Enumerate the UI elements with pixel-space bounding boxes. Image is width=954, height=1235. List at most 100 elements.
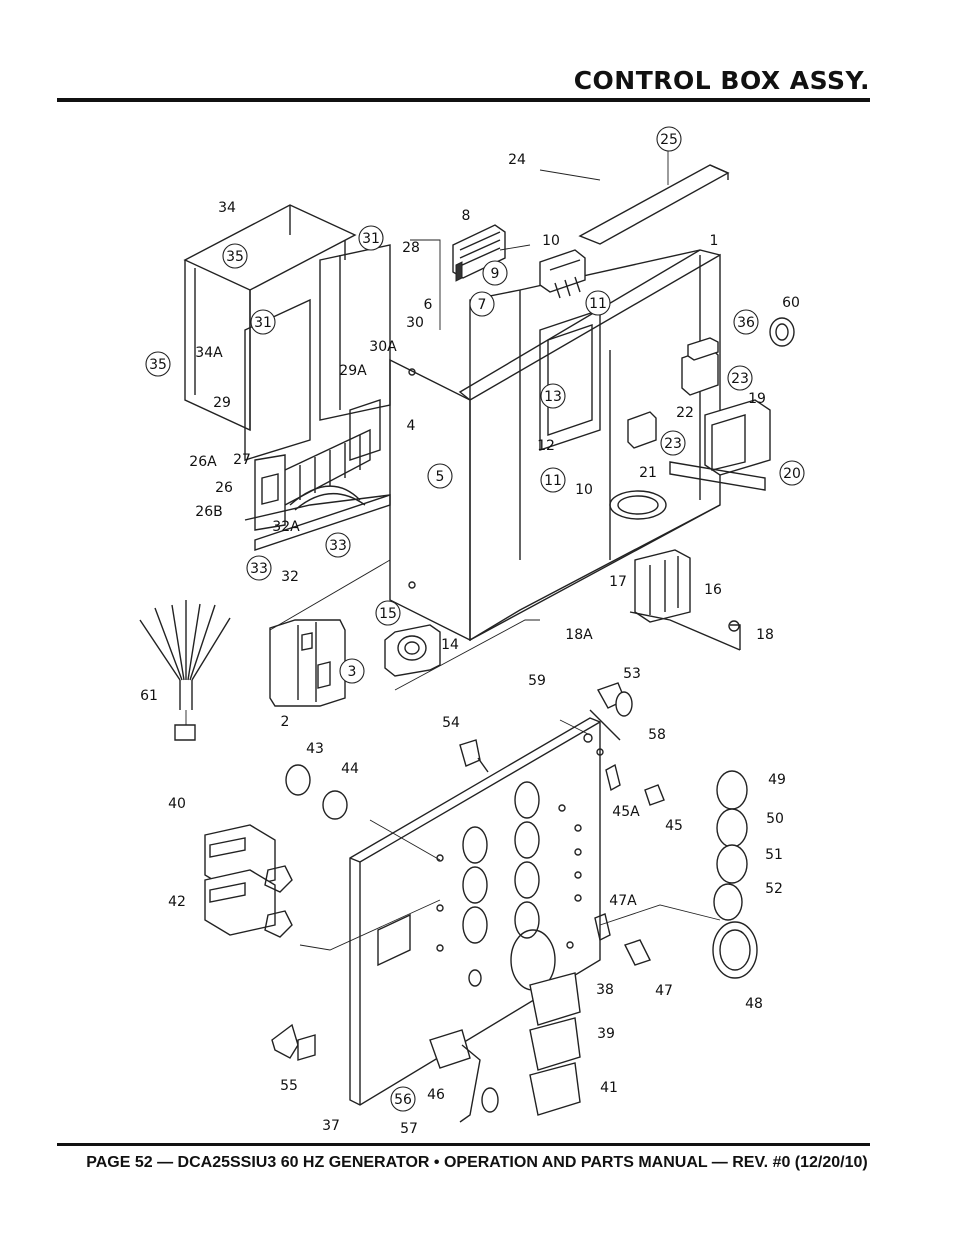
svg-text:37: 37: [322, 1118, 340, 1134]
svg-text:15: 15: [379, 606, 397, 622]
callout-42: 42: [168, 894, 186, 910]
callout-19: 19: [748, 391, 766, 407]
callout-21: 21: [639, 465, 657, 481]
svg-text:23: 23: [664, 436, 682, 452]
header-rule: [57, 98, 870, 102]
top-cover: [539, 150, 730, 245]
svg-text:34A: 34A: [195, 345, 223, 361]
callout-layer: 2524181091176343531283030A3129A34A352936…: [140, 126, 805, 1137]
callout-60: 60: [782, 295, 800, 311]
assembly-leaders: [269, 239, 721, 951]
svg-text:47A: 47A: [609, 893, 637, 909]
callout-23: 23: [660, 430, 686, 456]
svg-text:48: 48: [745, 996, 763, 1012]
svg-text:14: 14: [441, 637, 459, 653]
svg-text:11: 11: [544, 473, 562, 489]
callout-34a: 34A: [195, 345, 223, 361]
svg-text:26B: 26B: [195, 504, 222, 520]
callout-46: 46: [427, 1087, 445, 1103]
callout-28: 28: [402, 240, 420, 256]
svg-text:50: 50: [766, 811, 784, 827]
svg-text:32A: 32A: [272, 519, 300, 535]
callout-54: 54: [442, 715, 460, 731]
callout-53: 53: [623, 666, 641, 682]
toggle-switch: [459, 739, 489, 773]
svg-text:59: 59: [528, 673, 546, 689]
svg-text:6: 6: [424, 297, 433, 313]
callout-56: 56: [390, 1086, 416, 1112]
callout-35: 35: [222, 243, 248, 269]
knobs: [285, 764, 348, 820]
callout-10: 10: [542, 233, 560, 249]
svg-text:10: 10: [575, 482, 593, 498]
svg-text:1: 1: [710, 233, 719, 249]
svg-text:23: 23: [731, 371, 749, 387]
svg-text:56: 56: [394, 1092, 412, 1108]
callout-44: 44: [341, 761, 359, 777]
circuit-breaker: [269, 619, 346, 707]
callout-36: 36: [733, 309, 759, 335]
callout-40: 40: [168, 796, 186, 812]
key-switch: [429, 1029, 499, 1123]
svg-text:45A: 45A: [612, 804, 640, 820]
callout-26a: 26A: [189, 454, 217, 470]
svg-text:61: 61: [140, 688, 158, 704]
svg-text:55: 55: [280, 1078, 298, 1094]
svg-text:53: 53: [623, 666, 641, 682]
svg-text:21: 21: [639, 465, 657, 481]
callout-39: 39: [597, 1026, 615, 1042]
svg-text:43: 43: [306, 741, 324, 757]
svg-text:35: 35: [226, 249, 244, 265]
callout-55: 55: [280, 1078, 298, 1094]
gauges: [712, 770, 758, 979]
callout-23: 23: [727, 365, 753, 391]
callout-52: 52: [765, 881, 783, 897]
svg-text:36: 36: [737, 315, 755, 331]
callout-38: 38: [596, 982, 614, 998]
box-side-panel: [389, 358, 471, 642]
callout-18a: 18A: [565, 627, 593, 643]
svg-text:22: 22: [676, 405, 694, 421]
svg-text:38: 38: [596, 982, 614, 998]
callout-59: 59: [528, 673, 546, 689]
svg-text:11: 11: [589, 296, 607, 312]
svg-text:7: 7: [478, 297, 487, 313]
svg-text:5: 5: [436, 469, 445, 485]
svg-text:30A: 30A: [369, 339, 397, 355]
control-panel: [349, 717, 604, 1106]
svg-text:26: 26: [215, 480, 233, 496]
callout-31: 31: [250, 309, 276, 335]
svg-text:47: 47: [655, 983, 673, 999]
terminal-block: [452, 224, 506, 282]
callout-10: 10: [575, 482, 593, 498]
callout-47a: 47A: [609, 893, 637, 909]
relay: [627, 337, 719, 449]
callout-27: 27: [233, 452, 251, 468]
callout-5: 5: [427, 463, 453, 489]
svg-text:34: 34: [218, 200, 236, 216]
svg-text:8: 8: [462, 208, 471, 224]
callout-22: 22: [676, 405, 694, 421]
svg-text:24: 24: [508, 152, 526, 168]
svg-text:54: 54: [442, 715, 460, 731]
callout-58: 58: [648, 727, 666, 743]
callout-30a: 30A: [369, 339, 397, 355]
svg-text:60: 60: [782, 295, 800, 311]
svg-text:18: 18: [756, 627, 774, 643]
svg-text:39: 39: [597, 1026, 615, 1042]
callout-47: 47: [655, 983, 673, 999]
hour-meters: [204, 824, 293, 938]
callout-34: 34: [218, 200, 236, 216]
callout-11: 11: [540, 467, 566, 493]
svg-text:20: 20: [783, 466, 801, 482]
panel-meters: [529, 972, 581, 1116]
svg-text:16: 16: [704, 582, 722, 598]
svg-text:31: 31: [254, 315, 272, 331]
svg-text:26A: 26A: [189, 454, 217, 470]
current-transformer: [384, 624, 441, 677]
transformer: [669, 399, 771, 491]
pilot-lamps: [589, 682, 665, 966]
svg-text:10: 10: [542, 233, 560, 249]
svg-text:3: 3: [348, 664, 357, 680]
wire-harness: [139, 600, 231, 741]
